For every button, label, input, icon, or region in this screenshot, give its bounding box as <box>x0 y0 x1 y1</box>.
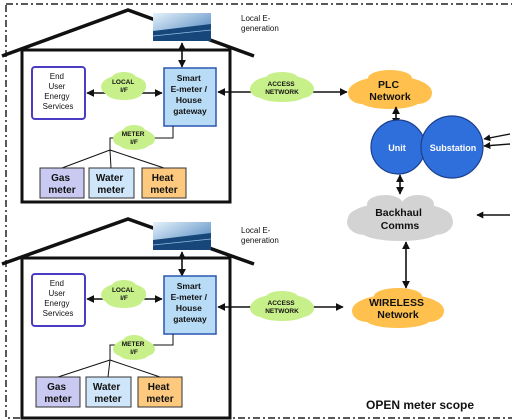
substation-label: Substation <box>430 143 477 153</box>
house-1: Local E- generation End User Energy Serv… <box>1 8 279 204</box>
smart-meter-gateway-box <box>163 67 217 127</box>
end-user-services-box <box>31 66 86 120</box>
end-user-services-box <box>31 273 86 327</box>
access-network-cloud <box>250 72 314 102</box>
arrow-icon <box>483 142 511 150</box>
heat-meter-label: Heat meter <box>150 173 177 196</box>
water-meter-label: Water meter <box>93 382 123 405</box>
unit-label: Unit <box>388 143 406 153</box>
water-meter-box <box>85 376 132 408</box>
local-if-label: LOCAL I/F <box>112 79 136 94</box>
access-network-label: ACCESS NETWORK <box>265 300 299 315</box>
local-if-cloud <box>101 280 146 308</box>
end-user-services-label: End User Energy Services <box>43 279 74 318</box>
local-generation-label: Local E- generation <box>241 14 279 33</box>
arrow-icon <box>483 133 511 142</box>
end-user-services-label: End User Energy Services <box>43 72 74 111</box>
heat-meter-box <box>137 376 183 408</box>
house-roof <box>1 8 255 58</box>
meter-connector <box>57 359 111 378</box>
smart-meter-gateway-box <box>163 275 217 335</box>
wireless-network-cloud <box>352 288 444 328</box>
scope-label: OPEN meter scope <box>366 398 474 412</box>
water-meter-label: Water meter <box>96 173 126 196</box>
house-wall <box>20 256 232 420</box>
house-2: Local E- generation End User Energy Serv… <box>1 217 279 420</box>
meter-connector <box>109 149 165 169</box>
house-roof <box>1 217 255 266</box>
heat-meter-box <box>141 167 187 199</box>
gas-meter-box <box>39 167 85 199</box>
substation-circle <box>420 115 484 179</box>
meter-if-label: METER I/F <box>122 131 147 146</box>
meter-connector <box>61 149 111 169</box>
house-wall <box>20 48 232 204</box>
meter-if-label: METER I/F <box>122 341 147 356</box>
wireless-network-label: WIRELESS Network <box>369 297 427 321</box>
solar-panel-icon <box>152 222 212 250</box>
local-generation-label: Local E- generation <box>241 226 279 245</box>
scope-border <box>5 3 512 419</box>
meter-if-cloud <box>113 125 155 150</box>
plc-network-cloud <box>348 70 432 109</box>
gas-meter-box <box>35 376 81 408</box>
water-meter-box <box>88 167 135 199</box>
local-if-cloud <box>101 72 146 100</box>
meter-connector <box>109 359 161 378</box>
backhaul-label: Backhaul Comms <box>375 207 425 232</box>
gas-meter-label: Gas meter <box>44 382 71 405</box>
plc-network-label: PLC Network <box>369 79 411 103</box>
backhaul-cloud <box>347 195 453 241</box>
smart-meter-gateway-label: Smart E-meter / House gateway <box>171 73 210 116</box>
meter-connector <box>109 149 112 169</box>
smart-meter-gateway-label: Smart E-meter / House gateway <box>171 281 210 324</box>
gas-meter-label: Gas meter <box>48 173 75 196</box>
solar-panel-icon <box>152 13 212 41</box>
meter-if-cloud <box>113 335 155 360</box>
heat-meter-label: Heat meter <box>146 382 173 405</box>
access-network-label: ACCESS NETWORK <box>265 81 299 96</box>
access-network-cloud <box>250 291 314 321</box>
meter-connector <box>107 359 111 378</box>
local-if-label: LOCAL I/F <box>112 287 136 302</box>
